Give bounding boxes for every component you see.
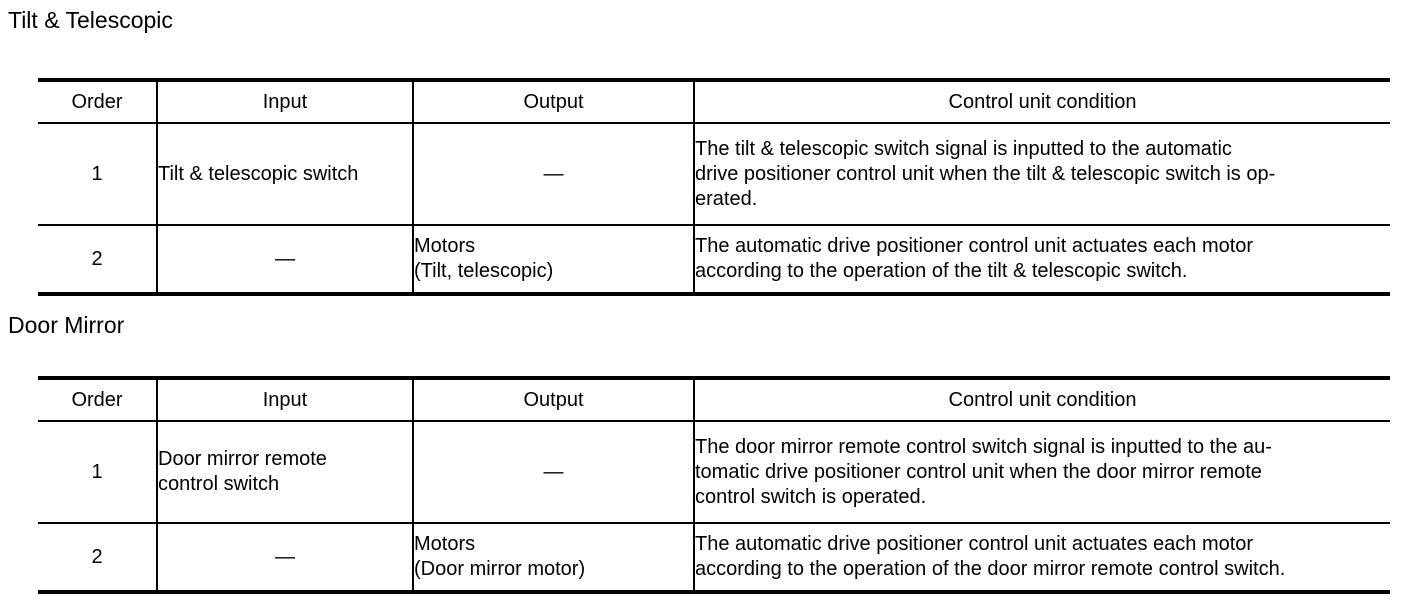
table-header-row: Order Input Output Control unit conditio… xyxy=(38,79,1390,124)
column-header-order: Order xyxy=(38,377,158,422)
tilt-telescopic-table: Order Input Output Control unit conditio… xyxy=(38,78,1390,296)
input-cell: — xyxy=(156,224,414,295)
order-cell: 1 xyxy=(38,122,158,226)
column-header-input: Input xyxy=(156,377,414,422)
order-cell: 2 xyxy=(38,522,158,593)
section-title-tilt-telescopic: Tilt & Telescopic xyxy=(8,7,173,33)
table-row: 1 Door mirror remote control switch — Th… xyxy=(38,420,1390,524)
table-row: 2 — Motors (Door mirror motor) The autom… xyxy=(38,522,1390,593)
table-header-row: Order Input Output Control unit conditio… xyxy=(38,377,1390,422)
column-header-condition: Control unit condition xyxy=(693,377,1390,422)
output-cell: Motors (Tilt, telescopic) xyxy=(412,224,695,295)
column-header-output: Output xyxy=(412,377,695,422)
output-cell: — xyxy=(412,420,695,524)
input-cell: Door mirror remote control switch xyxy=(156,420,414,524)
column-header-output: Output xyxy=(412,79,695,124)
order-cell: 2 xyxy=(38,224,158,295)
output-cell: — xyxy=(412,122,695,226)
table-row: 2 — Motors (Tilt, telescopic) The automa… xyxy=(38,224,1390,295)
condition-cell: The door mirror remote control switch si… xyxy=(693,420,1390,524)
input-cell: — xyxy=(156,522,414,593)
condition-cell: The automatic drive positioner control u… xyxy=(693,522,1390,593)
condition-cell: The automatic drive positioner control u… xyxy=(693,224,1390,295)
section-title-door-mirror: Door Mirror xyxy=(8,312,125,338)
condition-cell: The tilt & telescopic switch signal is i… xyxy=(693,122,1390,226)
input-cell: Tilt & telescopic switch xyxy=(156,122,414,226)
output-cell: Motors (Door mirror motor) xyxy=(412,522,695,593)
column-header-input: Input xyxy=(156,79,414,124)
column-header-condition: Control unit condition xyxy=(693,79,1390,124)
door-mirror-table: Order Input Output Control unit conditio… xyxy=(38,376,1390,594)
column-header-order: Order xyxy=(38,79,158,124)
table-row: 1 Tilt & telescopic switch — The tilt & … xyxy=(38,122,1390,226)
order-cell: 1 xyxy=(38,420,158,524)
